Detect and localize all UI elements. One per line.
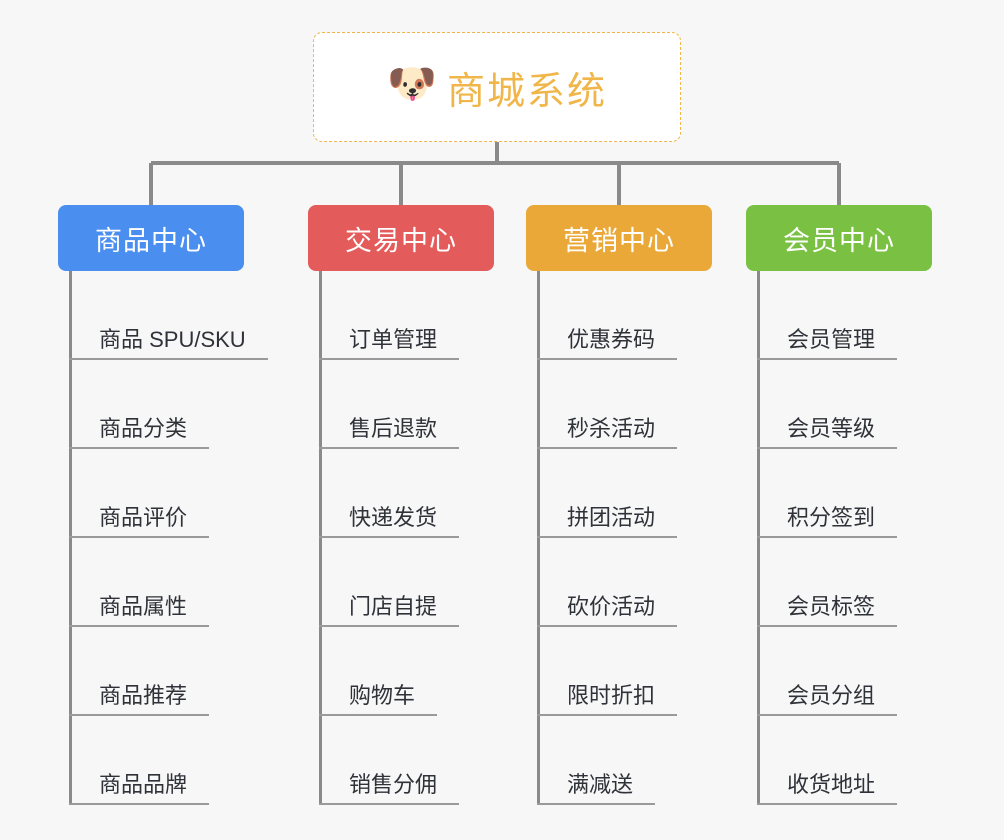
leaf-item-underline — [537, 447, 677, 449]
branch-product-center: 商品中心 商品 SPU/SKU 商品分类商品评价商品属性商品推荐商品品牌 — [58, 205, 268, 805]
branch-header-label: 营销中心 — [563, 225, 675, 256]
leaf-item[interactable]: 商品 SPU/SKU — [58, 271, 268, 360]
branch-header-trade-center[interactable]: 交易中心 — [308, 205, 494, 271]
leaf-item-label: 拼团活动 — [567, 505, 656, 530]
branch-header-label: 商品中心 — [95, 225, 207, 256]
branch-marketing-center: 营销中心 优惠券码秒杀活动拼团活动砍价活动限时折扣满减送 — [526, 205, 712, 805]
leaf-item-label: 商品品牌 — [99, 772, 188, 797]
branch-items-product-center: 商品 SPU/SKU 商品分类商品评价商品属性商品推荐商品品牌 — [58, 271, 268, 805]
leaf-item-label: 快递发货 — [349, 505, 438, 530]
leaf-item[interactable]: 会员管理 — [746, 271, 932, 360]
leaf-item-underline — [69, 536, 209, 538]
leaf-item[interactable]: 商品品牌 — [58, 716, 246, 805]
leaf-item-label: 购物车 — [349, 683, 416, 708]
leaf-item-underline — [757, 803, 897, 805]
leaf-item[interactable]: 会员等级 — [746, 360, 932, 449]
leaf-item-label: 订单管理 — [349, 327, 438, 352]
leaf-item[interactable]: 秒杀活动 — [526, 360, 712, 449]
root-title: 商城系统 — [446, 70, 607, 113]
leaf-item-label: 销售分佣 — [349, 772, 438, 797]
leaf-item-label: 会员分组 — [787, 683, 876, 708]
leaf-item-underline — [319, 536, 459, 538]
leaf-item-underline — [537, 358, 677, 360]
leaf-item-label: 门店自提 — [349, 594, 438, 619]
leaf-item-label: 售后退款 — [349, 416, 438, 441]
leaf-item[interactable]: 积分签到 — [746, 449, 932, 538]
leaf-item[interactable]: 商品属性 — [58, 538, 246, 627]
leaf-item-label: 限时折扣 — [567, 683, 656, 708]
leaf-item-underline — [319, 625, 459, 627]
leaf-item-underline — [537, 714, 677, 716]
leaf-item-label: 满减送 — [567, 772, 634, 797]
leaf-item-underline — [319, 714, 437, 716]
branch-items-marketing-center: 优惠券码秒杀活动拼团活动砍价活动限时折扣满减送 — [526, 271, 712, 805]
leaf-item-underline — [757, 358, 897, 360]
branch-items-member-center: 会员管理会员等级积分签到会员标签会员分组收货地址 — [746, 271, 932, 805]
leaf-item-label: 会员标签 — [787, 594, 876, 619]
leaf-item-underline — [69, 358, 268, 360]
leaf-item[interactable]: 快递发货 — [308, 449, 494, 538]
leaf-item[interactable]: 商品分类 — [58, 360, 246, 449]
branch-items-trade-center: 订单管理售后退款快递发货门店自提购物车销售分佣 — [308, 271, 494, 805]
branch-header-member-center[interactable]: 会员中心 — [746, 205, 932, 271]
leaf-item-underline — [69, 447, 209, 449]
leaf-item[interactable]: 满减送 — [526, 716, 712, 805]
leaf-item-underline — [757, 536, 897, 538]
leaf-item-label: 砍价活动 — [567, 594, 656, 619]
branch-header-product-center[interactable]: 商品中心 — [58, 205, 244, 271]
leaf-item-underline — [757, 447, 897, 449]
leaf-item-label: 商品推荐 — [99, 683, 188, 708]
branch-spine — [757, 271, 760, 805]
branch-spine — [319, 271, 322, 805]
leaf-item-underline — [69, 714, 209, 716]
leaf-item-underline — [537, 625, 677, 627]
leaf-item[interactable]: 收货地址 — [746, 716, 932, 805]
leaf-item[interactable]: 购物车 — [308, 627, 494, 716]
leaf-item[interactable]: 会员标签 — [746, 538, 932, 627]
leaf-item[interactable]: 售后退款 — [308, 360, 494, 449]
branch-header-label: 会员中心 — [783, 225, 895, 256]
branch-header-label: 交易中心 — [345, 225, 457, 256]
branch-member-center: 会员中心 会员管理会员等级积分签到会员标签会员分组收货地址 — [746, 205, 932, 805]
branch-header-marketing-center[interactable]: 营销中心 — [526, 205, 712, 271]
shiba-dog-face-icon: 🐶 — [386, 62, 437, 106]
leaf-item-label: 收货地址 — [787, 772, 876, 797]
leaf-item[interactable]: 订单管理 — [308, 271, 494, 360]
leaf-item-underline — [319, 447, 459, 449]
leaf-item-label: 商品 SPU/SKU — [99, 327, 246, 352]
leaf-item-underline — [537, 536, 677, 538]
leaf-item[interactable]: 会员分组 — [746, 627, 932, 716]
leaf-item-label: 商品分类 — [99, 416, 188, 441]
leaf-item[interactable]: 商品评价 — [58, 449, 246, 538]
leaf-item[interactable]: 商品推荐 — [58, 627, 246, 716]
branch-trade-center: 交易中心 订单管理售后退款快递发货门店自提购物车销售分佣 — [308, 205, 494, 805]
leaf-item-underline — [757, 625, 897, 627]
leaf-item[interactable]: 限时折扣 — [526, 627, 712, 716]
leaf-item-underline — [537, 803, 655, 805]
root-node[interactable]: 🐶 商城系统 — [313, 32, 681, 142]
leaf-item-underline — [69, 803, 209, 805]
leaf-item-underline — [69, 625, 209, 627]
leaf-item[interactable]: 砍价活动 — [526, 538, 712, 627]
leaf-item[interactable]: 优惠券码 — [526, 271, 712, 360]
leaf-item-label: 优惠券码 — [567, 327, 656, 352]
leaf-item-underline — [757, 714, 897, 716]
leaf-item-underline — [319, 358, 459, 360]
leaf-item-label: 会员等级 — [787, 416, 876, 441]
leaf-item-label: 秒杀活动 — [567, 416, 656, 441]
leaf-item-label: 商品评价 — [99, 505, 188, 530]
leaf-item[interactable]: 销售分佣 — [308, 716, 494, 805]
leaf-item-label: 积分签到 — [787, 505, 876, 530]
leaf-item-label: 商品属性 — [99, 594, 188, 619]
branch-spine — [69, 271, 72, 805]
branch-spine — [537, 271, 540, 805]
leaf-item-label: 会员管理 — [787, 327, 876, 352]
leaf-item[interactable]: 门店自提 — [308, 538, 494, 627]
leaf-item-underline — [319, 803, 459, 805]
leaf-item[interactable]: 拼团活动 — [526, 449, 712, 538]
